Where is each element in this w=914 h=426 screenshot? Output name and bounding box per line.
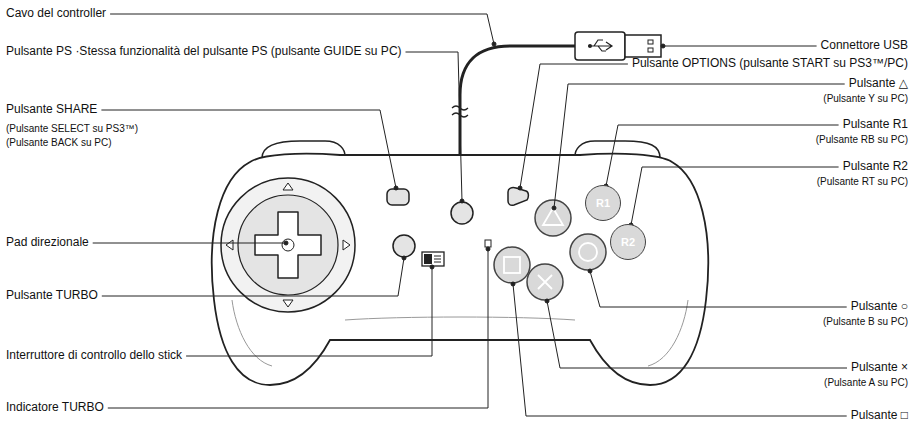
leader-line	[102, 258, 404, 296]
part-name: Pulsante □	[851, 409, 908, 422]
shoulder-button: R1	[585, 185, 621, 221]
controller-body	[212, 154, 708, 385]
part-name: Pulsante R2	[843, 160, 908, 173]
part-name: Pulsante TURBO	[6, 289, 98, 302]
square-button	[494, 247, 530, 283]
pc-mapping-note: (Pulsante A su PC)	[824, 377, 908, 388]
part-name: Pulsante OPTIONS (pulsante START su PS3™…	[632, 57, 908, 70]
leader-dot	[430, 265, 434, 269]
part-name: Connettore USB	[821, 39, 908, 52]
leader-line	[110, 14, 494, 44]
usb-connector	[575, 32, 625, 60]
leader-line	[406, 52, 463, 201]
part-name: Pad direzionale	[6, 236, 89, 249]
part-name: Pulsante SHARE	[6, 103, 97, 116]
leader-line	[108, 249, 488, 408]
pc-mapping-note: (Pulsante B su PC)	[823, 316, 908, 327]
leader-dot	[394, 186, 398, 190]
turbo-button	[393, 235, 415, 257]
button-label: R2	[621, 236, 635, 248]
triangle-button	[535, 200, 571, 236]
leader-dot	[460, 199, 464, 203]
part-name: Cavo del controller	[6, 7, 106, 20]
leader-dot	[545, 299, 549, 303]
leader-line	[547, 301, 847, 368]
stick-switch	[422, 252, 444, 266]
leader-line	[590, 271, 847, 307]
leader-line	[93, 243, 286, 244]
leader-line	[631, 167, 839, 225]
part-name: Pulsante △	[849, 77, 908, 90]
controller-cable	[460, 46, 575, 160]
pc-mapping-note: (Pulsante SELECT su PS3™)	[6, 123, 138, 134]
cross-button	[527, 264, 563, 300]
leader-line	[101, 110, 396, 188]
leader-dot	[402, 256, 406, 260]
leader-line	[520, 64, 628, 188]
turbo-indicator	[485, 240, 491, 247]
leader-line	[186, 267, 432, 356]
dpad-ring	[221, 178, 355, 312]
options-button	[508, 188, 528, 206]
part-name: Pulsante ○	[851, 300, 908, 313]
ps-button	[451, 202, 473, 224]
button-label: R1	[596, 197, 610, 209]
leader-line	[606, 125, 839, 186]
leader-dot	[492, 42, 496, 46]
leader-dot	[661, 44, 665, 48]
circle-button	[570, 234, 606, 270]
pc-mapping-note: (Pulsante BACK su PC)	[6, 137, 112, 148]
part-name: Pulsante ×	[851, 361, 908, 374]
leader-dot	[486, 247, 490, 251]
pc-mapping-note: (Pulsante RB su PC)	[816, 134, 908, 145]
usb-plug	[625, 35, 661, 57]
leader-dot	[511, 282, 515, 286]
part-name: Pulsante R1	[843, 118, 908, 131]
part-name: Pulsante PS ·Stessa funzionalità del pul…	[6, 45, 402, 58]
part-name: Interruttore di controllo dello stick	[6, 349, 182, 362]
dpad-cross	[255, 212, 321, 278]
shoulder-button: R2	[610, 224, 646, 260]
leader-dot	[518, 186, 522, 190]
pc-mapping-note: (Pulsante RT su PC)	[817, 176, 908, 187]
share-button	[387, 189, 409, 205]
pc-mapping-note: (Pulsante Y su PC)	[823, 93, 908, 104]
leader-dot	[552, 206, 556, 210]
leader-dot	[284, 241, 288, 245]
leader-line	[513, 284, 847, 416]
leader-line	[663, 46, 817, 47]
part-name: Indicatore TURBO	[6, 401, 104, 414]
leader-dot	[588, 269, 592, 273]
